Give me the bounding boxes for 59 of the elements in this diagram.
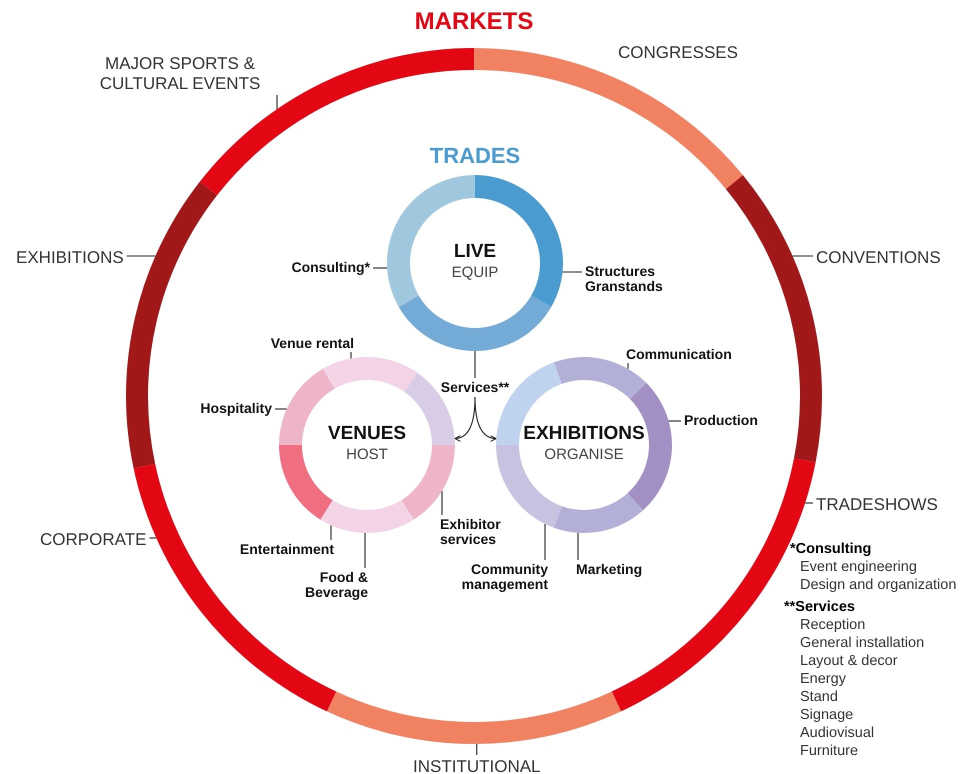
category-label: TRADESHOWS bbox=[816, 495, 938, 515]
footnote-item: General installation bbox=[800, 634, 926, 652]
leader-line bbox=[474, 351, 476, 378]
ring-segment bbox=[326, 691, 622, 744]
ring-title: VENUES bbox=[326, 423, 408, 445]
callout-label: Production bbox=[684, 413, 774, 428]
ring-title: LIVE bbox=[452, 241, 498, 263]
leader-line bbox=[126, 255, 156, 257]
footnote-item: Audiovisual bbox=[800, 724, 876, 742]
category-label: MAJOR SPORTS & CULTURAL EVENTS bbox=[80, 54, 280, 94]
ring-subtitle: HOST bbox=[345, 446, 389, 463]
callout-label: Communication bbox=[626, 347, 756, 362]
footnote-item: Layout & decor bbox=[800, 652, 899, 670]
leader-line bbox=[350, 352, 352, 358]
callout-label: Services** bbox=[430, 380, 520, 395]
ring-subtitle: ORGANISE bbox=[543, 446, 625, 463]
callout-label: Community management bbox=[446, 562, 548, 592]
arrow bbox=[474, 396, 497, 442]
footnote-item: Reception bbox=[800, 616, 866, 634]
category-label: EXHIBITIONS bbox=[16, 248, 124, 268]
footnote-heading: *Consulting bbox=[790, 540, 872, 558]
callout-label: Venue rental bbox=[250, 336, 354, 351]
category-label: CONGRESSES bbox=[618, 43, 739, 63]
leader-line bbox=[627, 363, 629, 369]
footnote-item: Signage bbox=[800, 706, 854, 724]
leader-line bbox=[364, 532, 366, 568]
category-label: CORPORATE bbox=[40, 530, 146, 550]
callout-label: Consulting* bbox=[270, 260, 370, 275]
leader-line bbox=[544, 524, 546, 560]
leader-line bbox=[562, 271, 582, 273]
footnote-heading: **Services bbox=[784, 598, 856, 616]
callout-label: Food & Beverage bbox=[270, 570, 368, 600]
footnote-item: Event engineering bbox=[800, 558, 918, 576]
callout-label: Exhibitor services bbox=[440, 517, 518, 547]
callout-label: Hospitality bbox=[180, 401, 272, 416]
category-label: CONVENTIONS bbox=[816, 248, 941, 268]
callout-label: Structures Granstands bbox=[585, 264, 680, 294]
footnote-item: Stand bbox=[800, 688, 839, 706]
leader-line bbox=[149, 537, 156, 539]
footnote-item: Design and organization bbox=[800, 576, 958, 594]
leader-line bbox=[373, 267, 388, 269]
leader-line bbox=[792, 255, 813, 257]
leader-line bbox=[330, 525, 332, 540]
leader-line bbox=[577, 532, 579, 560]
callout-label: Entertainment bbox=[214, 542, 334, 557]
footnote-item: Energy bbox=[800, 670, 847, 688]
leader-line bbox=[668, 420, 681, 422]
category-label: INSTITUTIONAL bbox=[413, 757, 541, 774]
ring-subtitle: EQUIP bbox=[450, 264, 500, 281]
ring-title: EXHIBITIONS bbox=[522, 423, 646, 445]
footnote-item: Furniture bbox=[800, 742, 860, 760]
leader-line bbox=[275, 408, 287, 410]
section-heading: MARKETS bbox=[414, 8, 534, 36]
leader-line bbox=[441, 491, 443, 515]
leader-line bbox=[476, 744, 478, 755]
leader-line bbox=[805, 502, 813, 504]
callout-label: Marketing bbox=[576, 562, 666, 577]
leader-line bbox=[276, 95, 278, 110]
section-heading: TRADES bbox=[428, 143, 522, 169]
